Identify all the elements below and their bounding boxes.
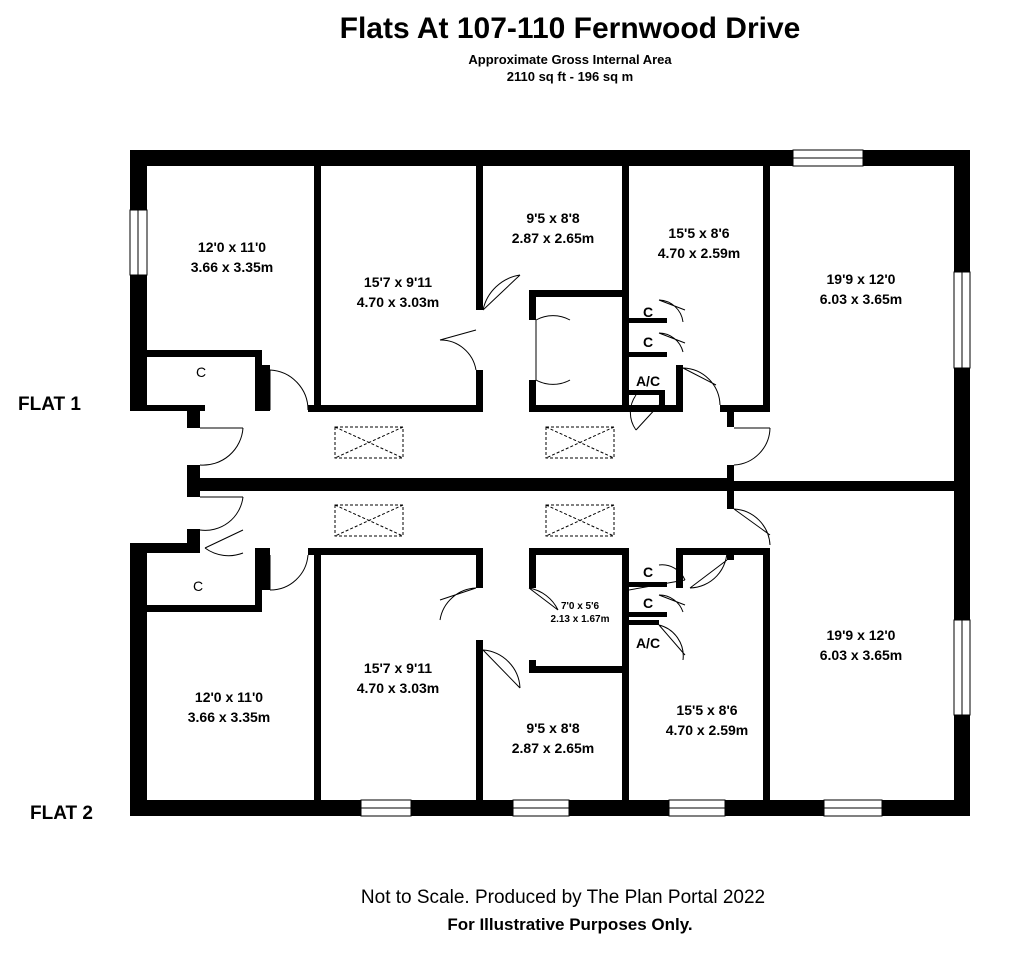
windows — [129, 149, 971, 817]
flat1-room-small-imperial: 9'5 x 8'8 — [526, 210, 580, 226]
flat2-kitchen-imperial: 15'5 x 8'6 — [676, 702, 737, 718]
flat1-bed-middle-metric: 4.70 x 3.03m — [357, 294, 440, 310]
flat1-cupboard-label: C — [196, 364, 206, 380]
flat-2-label: FLAT 2 — [30, 803, 93, 824]
footer-disclaimer: Not to Scale. Produced by The Plan Porta… — [360, 887, 766, 908]
flat2-kitchen-metric: 4.70 x 2.59m — [666, 722, 749, 738]
flat1-bed-left-metric: 3.66 x 3.35m — [191, 259, 274, 275]
flat-2-walls — [147, 491, 770, 803]
flat1-living-imperial: 19'9 x 12'0 — [827, 271, 896, 287]
flat-1-walls — [130, 160, 770, 491]
flat2-living-imperial: 19'9 x 12'0 — [827, 627, 896, 643]
flat2-bed-middle-imperial: 15'7 x 9'11 — [364, 660, 432, 676]
flat2-bathroom-metric: 2.13 x 1.67m — [551, 614, 610, 625]
flat1-room-small-metric: 2.87 x 2.65m — [512, 230, 595, 246]
flat1-living-metric: 6.03 x 3.65m — [820, 291, 903, 307]
flat2-cupboard-label: C — [193, 578, 203, 594]
flat2-room-small-imperial: 9'5 x 8'8 — [526, 720, 580, 736]
plan-title: Flats At 107-110 Fernwood Drive — [339, 12, 801, 45]
flat2-cupboard-2-label: C — [643, 595, 653, 611]
flat1-cupboard-2-label: C — [643, 334, 653, 350]
flat1-bed-left-imperial: 12'0 x 11'0 — [198, 239, 266, 255]
flat2-cupboard-1-label: C — [643, 564, 653, 580]
flat1-bed-middle-imperial: 15'7 x 9'11 — [364, 274, 432, 290]
flat2-bed-left-metric: 3.66 x 3.35m — [188, 709, 271, 725]
footer-illustrative: For Illustrative Purposes Only. — [447, 915, 693, 934]
plan-area: 2110 sq ft - 196 sq m — [506, 69, 634, 84]
skylights — [334, 426, 615, 537]
party-wall — [187, 478, 970, 491]
flat2-room-small-metric: 2.87 x 2.65m — [512, 740, 595, 756]
flat1-cupboard-1-label: C — [643, 304, 653, 320]
plan-subtitle: Approximate Gross Internal Area — [468, 52, 672, 67]
flat1-airing-cupboard-label: A/C — [636, 373, 660, 389]
door-swings — [199, 274, 771, 689]
flat2-airing-cupboard-label: A/C — [636, 635, 660, 651]
flat2-living-metric: 6.03 x 3.65m — [820, 647, 903, 663]
flat-1-label: FLAT 1 — [18, 394, 81, 415]
flat2-bed-left-imperial: 12'0 x 11'0 — [195, 689, 263, 705]
flat1-kitchen-imperial: 15'5 x 8'6 — [668, 225, 729, 241]
flat2-bed-middle-metric: 4.70 x 3.03m — [357, 680, 440, 696]
flat1-kitchen-metric: 4.70 x 2.59m — [658, 245, 741, 261]
flat2-bathroom-imperial: 7'0 x 5'6 — [561, 601, 600, 612]
